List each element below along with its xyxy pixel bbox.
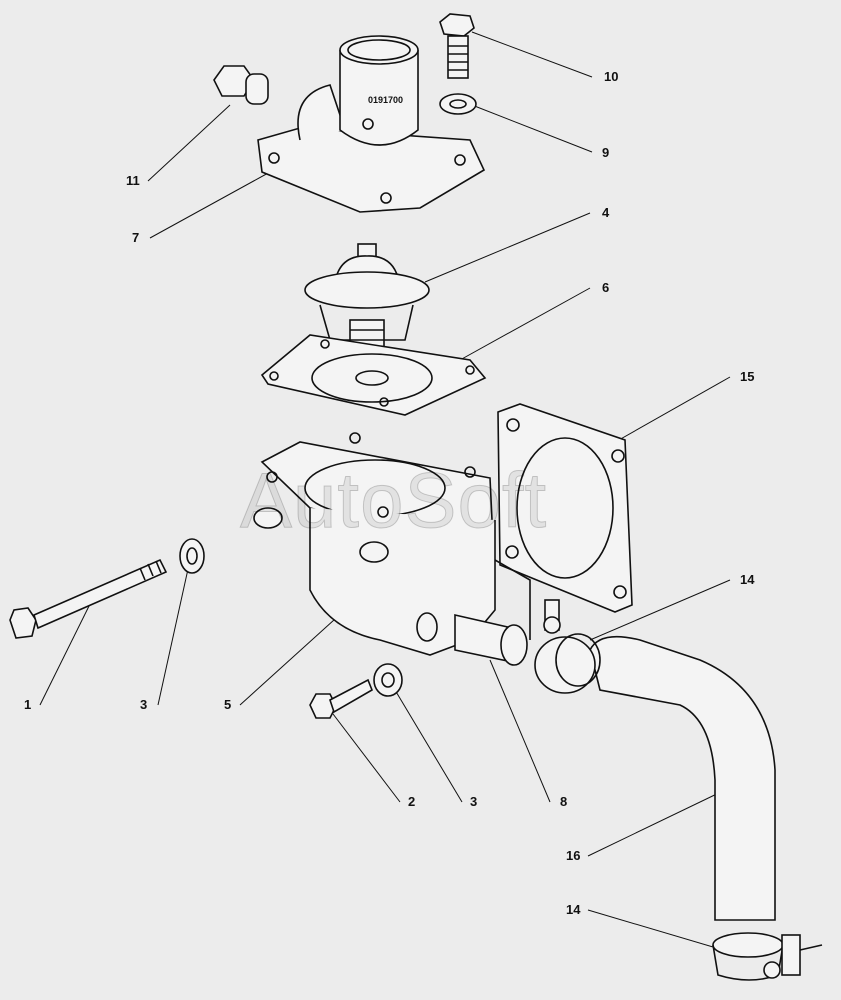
callout-16: 16 bbox=[566, 848, 581, 863]
washer-part-9 bbox=[439, 93, 477, 115]
long-bolt-part-1 bbox=[9, 558, 168, 639]
gasket-part-6 bbox=[260, 334, 487, 416]
leader-lines bbox=[39, 31, 741, 956]
bolt-part-2 bbox=[309, 678, 373, 719]
washer-part-3b bbox=[373, 663, 403, 697]
callout-5: 5 bbox=[224, 697, 232, 712]
callout-7: 7 bbox=[132, 230, 140, 245]
callout-2: 2 bbox=[408, 794, 416, 809]
watermark: AutoSoft bbox=[239, 456, 548, 545]
gasket-part-15 bbox=[497, 403, 633, 613]
bolt-part-10 bbox=[439, 13, 475, 79]
callout-1: 1 bbox=[24, 697, 32, 712]
callout-4: 4 bbox=[602, 205, 610, 220]
callout-10: 10 bbox=[604, 69, 619, 84]
callout-9: 9 bbox=[602, 145, 610, 160]
washer-part-3a bbox=[179, 538, 205, 574]
clamp-part-14b bbox=[712, 932, 823, 981]
callout-3-right: 3 bbox=[470, 794, 478, 809]
outlet-pipe-part-8 bbox=[454, 613, 528, 666]
callout-14-lower: 14 bbox=[566, 902, 581, 917]
callout-3-left: 3 bbox=[140, 697, 148, 712]
thermostat-housing-part-5 bbox=[253, 432, 531, 656]
outlet-housing-part-7 bbox=[257, 35, 486, 213]
callout-6: 6 bbox=[602, 280, 610, 295]
hose-part-16 bbox=[589, 635, 776, 921]
plug-part-11 bbox=[213, 65, 269, 105]
callout-8: 8 bbox=[560, 794, 568, 809]
callout-14-upper: 14 bbox=[740, 572, 755, 587]
callout-15: 15 bbox=[740, 369, 755, 384]
clamp-part-14a bbox=[534, 599, 601, 694]
part-stamp: 0191700 bbox=[368, 95, 404, 105]
callout-11: 11 bbox=[126, 173, 140, 188]
